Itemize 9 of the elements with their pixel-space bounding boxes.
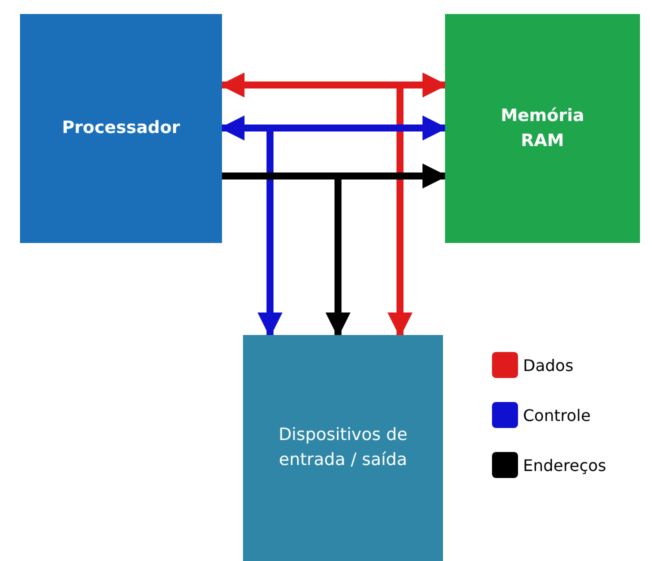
component-box: [20, 14, 222, 243]
legend-label: Dados: [523, 356, 574, 374]
box-label: Processador: [62, 117, 180, 140]
component-box: [445, 14, 640, 243]
box-label: Memória RAM: [500, 104, 586, 152]
legend-label: Endereços: [523, 456, 606, 474]
box-label: Dispositivos de entrada / saída: [278, 424, 408, 472]
legend-label: Controle: [523, 406, 591, 424]
component-box: [243, 335, 443, 561]
